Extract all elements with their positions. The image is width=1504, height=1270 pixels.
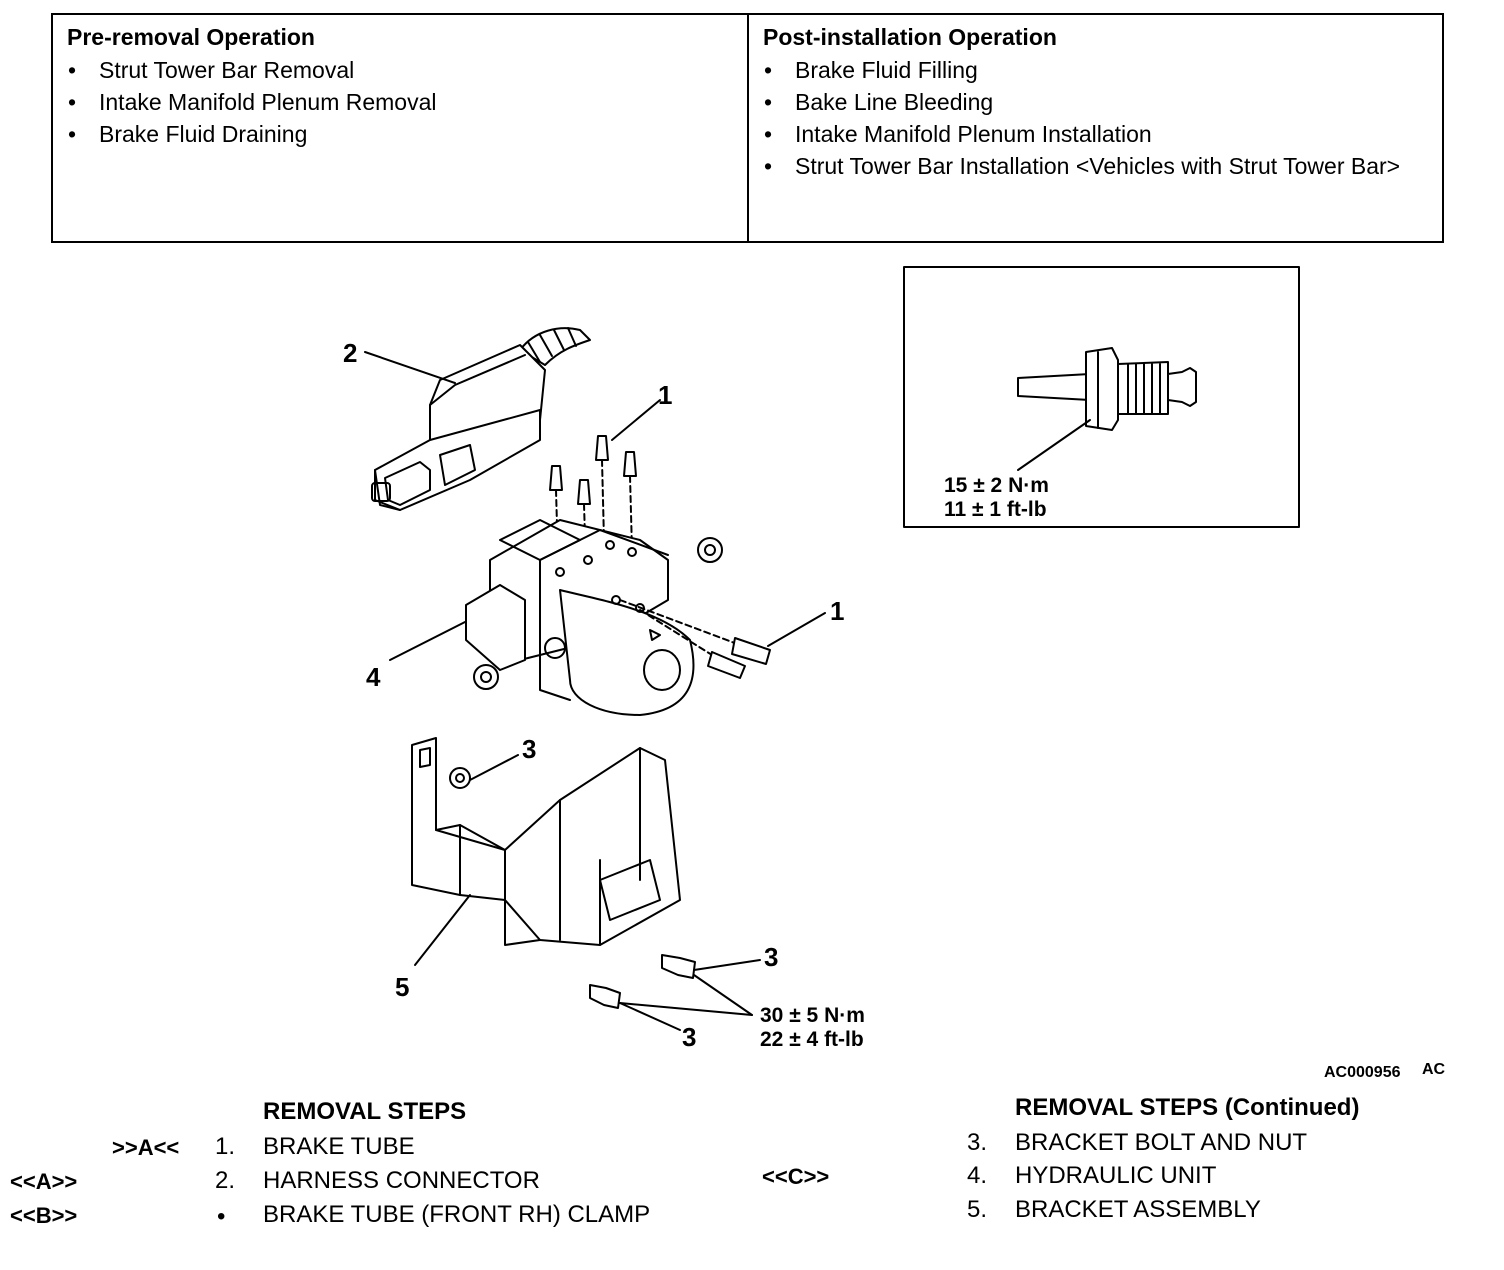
operations-table: Pre-removal Operation • Strut Tower Bar R… (51, 13, 1444, 243)
step-number: 2. (215, 1167, 236, 1194)
service-point-marker: <<B>> (10, 1203, 78, 1228)
callout-5: 5 (395, 972, 409, 1002)
bracket-torque-nm: 30 ± 5 N·m (760, 1004, 865, 1027)
harness-connector (371, 327, 591, 511)
service-point-marker: <<C>> (762, 1164, 830, 1189)
list-item: • Strut Tower Bar Removal (67, 56, 733, 84)
step-number: 4. (967, 1162, 988, 1189)
post-installation-list: • Brake Fluid Filling • Bake Line Bleeding… (763, 56, 1428, 180)
service-point-marker: <<A>> (10, 1169, 78, 1194)
callout-3-bolt-left: 3 (682, 1022, 696, 1052)
leader-lines (364, 351, 826, 1031)
callout-3-bolt-right: 3 (764, 942, 778, 972)
figure-suffix: AC (1422, 1061, 1446, 1078)
bracket-assembly (411, 737, 681, 946)
service-point-marker: >>A<< (112, 1135, 180, 1160)
list-item-label: Strut Tower Bar Installation <Vehicles w… (795, 153, 1401, 179)
bullet-icon: • (764, 57, 773, 83)
list-item: • Strut Tower Bar Installation <Vehicles … (763, 152, 1428, 180)
pre-removal-list: • Strut Tower Bar Removal • Intake Manifol… (67, 56, 733, 148)
step-label: BRAKE TUBE (263, 1133, 415, 1160)
step-number: 5. (967, 1196, 988, 1223)
list-item-label: Strut Tower Bar Removal (99, 57, 355, 83)
list-item-label: Bake Line Bleeding (795, 89, 994, 115)
list-item: • Intake Manifold Plenum Removal (67, 88, 733, 116)
bullet-icon: • (68, 89, 77, 115)
list-item-label: Intake Manifold Plenum Removal (99, 89, 437, 115)
hydraulic-unit (465, 519, 695, 716)
bracket-torque-ftlb: 22 ± 4 ft-lb (760, 1028, 864, 1051)
post-installation-title: Post-installation Operation (763, 24, 1057, 50)
inset-torque-nm: 15 ± 2 N·m (944, 474, 1049, 497)
removal-steps-continued-title: REMOVAL STEPS (Continued) (1015, 1094, 1360, 1121)
figure-id: AC000956 (1324, 1064, 1401, 1080)
grommets (449, 537, 723, 789)
list-item-label: Brake Fluid Draining (99, 121, 308, 147)
list-item: • Intake Manifold Plenum Installation (763, 120, 1428, 148)
list-item-label: Intake Manifold Plenum Installation (795, 121, 1152, 147)
step-label: HYDRAULIC UNIT (1015, 1162, 1217, 1189)
callout-1-side: 1 (830, 596, 844, 626)
inset-torque-ftlb: 11 ± 1 ft-lb (944, 498, 1047, 521)
inset-tube-fitting (903, 266, 1300, 528)
bullet-icon: • (764, 121, 773, 147)
exploded-view-diagram: 2 1 1 4 3 5 3 3 15 ± 2 N·m 11 ± 1 ft-lb … (343, 266, 1446, 1080)
brake-tube-fittings-side (619, 599, 771, 679)
step-label: BRAKE TUBE (FRONT RH) CLAMP (263, 1201, 651, 1228)
callout-2: 2 (343, 338, 357, 368)
pre-removal-title: Pre-removal Operation (67, 24, 315, 50)
bullet-icon: • (764, 153, 773, 179)
callout-1-top: 1 (658, 380, 672, 410)
pre-removal-column: Pre-removal Operation • Strut Tower Bar R… (53, 15, 749, 241)
step-label: BRACKET BOLT AND NUT (1015, 1129, 1308, 1156)
list-item-label: Brake Fluid Filling (795, 57, 978, 83)
step-number: 3. (967, 1129, 988, 1156)
bullet-icon: • (68, 121, 77, 147)
bullet-icon: • (68, 57, 77, 83)
bracket-bolts (589, 954, 696, 1009)
step-label: BRACKET ASSEMBLY (1015, 1196, 1261, 1223)
bullet-icon: • (764, 89, 773, 115)
callout-4: 4 (366, 662, 381, 692)
list-item: • Brake Fluid Filling (763, 56, 1428, 84)
callout-3-nut: 3 (522, 734, 536, 764)
post-installation-column: Post-installation Operation • Brake Fluid… (749, 15, 1442, 241)
step-label: HARNESS CONNECTOR (263, 1167, 540, 1194)
list-item: • Bake Line Bleeding (763, 88, 1428, 116)
removal-steps-title: REMOVAL STEPS (263, 1098, 467, 1125)
step-bullet: • (217, 1203, 226, 1230)
list-item: • Brake Fluid Draining (67, 120, 733, 148)
step-number: 1. (215, 1133, 236, 1160)
